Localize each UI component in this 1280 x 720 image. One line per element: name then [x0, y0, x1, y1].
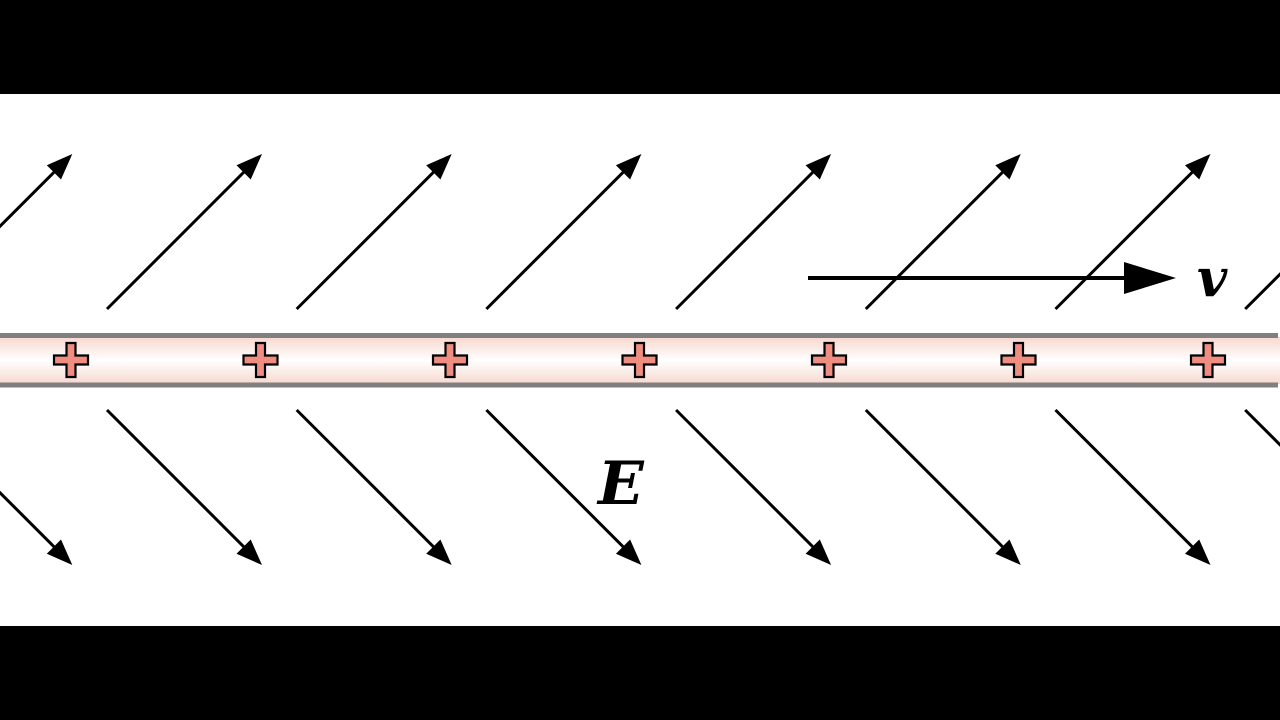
field-arrow-head	[46, 154, 73, 180]
velocity-arrow-head	[1124, 262, 1176, 294]
field-arrow-lower	[485, 408, 642, 565]
positive-charge	[431, 341, 469, 379]
field-arrow-upper	[675, 154, 832, 311]
field-arrow-shaft	[485, 169, 626, 311]
field-arrow-lower	[0, 490, 73, 565]
charged-rod	[0, 333, 1280, 388]
field-arrow-head	[615, 539, 642, 565]
field-arrow-upper	[105, 154, 262, 311]
field-arrow-head	[995, 539, 1021, 565]
electric-field-arrows-upper	[0, 154, 1280, 311]
field-arrow-upper	[485, 154, 642, 311]
positive-charge	[1000, 341, 1037, 379]
field-arrow-head	[1185, 154, 1211, 180]
field-arrow-shaft	[295, 408, 436, 550]
field-arrow-lower	[675, 408, 832, 565]
field-arrow-shaft	[105, 169, 247, 311]
field-arrow-upper	[0, 154, 73, 229]
field-arrow-shaft	[675, 169, 816, 311]
field-arrow-upper	[864, 154, 1021, 311]
velocity-label: v	[1197, 248, 1228, 309]
field-arrow-head	[426, 539, 452, 565]
field-arrow-shaft	[675, 408, 816, 550]
field-arrow-upper	[1244, 272, 1280, 311]
field-arrow-head	[236, 539, 262, 565]
field-arrow-head	[615, 154, 642, 180]
field-arrow-shaft	[0, 169, 57, 229]
positive-charge	[1189, 341, 1227, 379]
electric-field-arrows-lower	[0, 408, 1280, 565]
field-arrow-head	[426, 154, 452, 180]
letterbox-bottom	[0, 626, 1280, 720]
field-arrow-shaft	[0, 490, 57, 550]
velocity-vector	[808, 262, 1176, 294]
field-arrow-shaft	[1054, 408, 1195, 550]
positive-charge	[242, 341, 279, 379]
field-arrow-shaft	[1054, 169, 1195, 311]
field-arrow-head	[1185, 539, 1211, 565]
field-arrow-lower	[1244, 408, 1280, 447]
positive-charges	[52, 341, 1227, 379]
field-arrow-shaft	[485, 408, 626, 550]
field-arrow-head	[805, 539, 832, 565]
field-arrow-lower	[864, 408, 1021, 565]
field-arrow-head	[995, 154, 1021, 180]
electric-field-label: E	[596, 449, 645, 519]
positive-charge	[810, 341, 848, 379]
field-arrow-upper	[1054, 154, 1211, 311]
field-arrow-head	[236, 154, 262, 180]
field-arrow-shaft	[1244, 408, 1280, 447]
field-arrow-lower	[105, 408, 262, 565]
field-arrow-head	[46, 539, 73, 565]
positive-charge	[621, 341, 658, 379]
letterbox-top	[0, 0, 1280, 94]
field-arrow-upper	[295, 154, 452, 311]
field-arrow-shaft	[864, 408, 1005, 550]
field-arrow-head	[805, 154, 832, 180]
field-arrow-lower	[295, 408, 452, 565]
field-arrow-lower	[1054, 408, 1211, 565]
field-arrow-shaft	[864, 169, 1005, 311]
field-arrow-shaft	[105, 408, 247, 550]
field-arrow-shaft	[295, 169, 436, 311]
field-arrow-shaft	[1244, 272, 1280, 311]
positive-charge	[52, 341, 90, 379]
